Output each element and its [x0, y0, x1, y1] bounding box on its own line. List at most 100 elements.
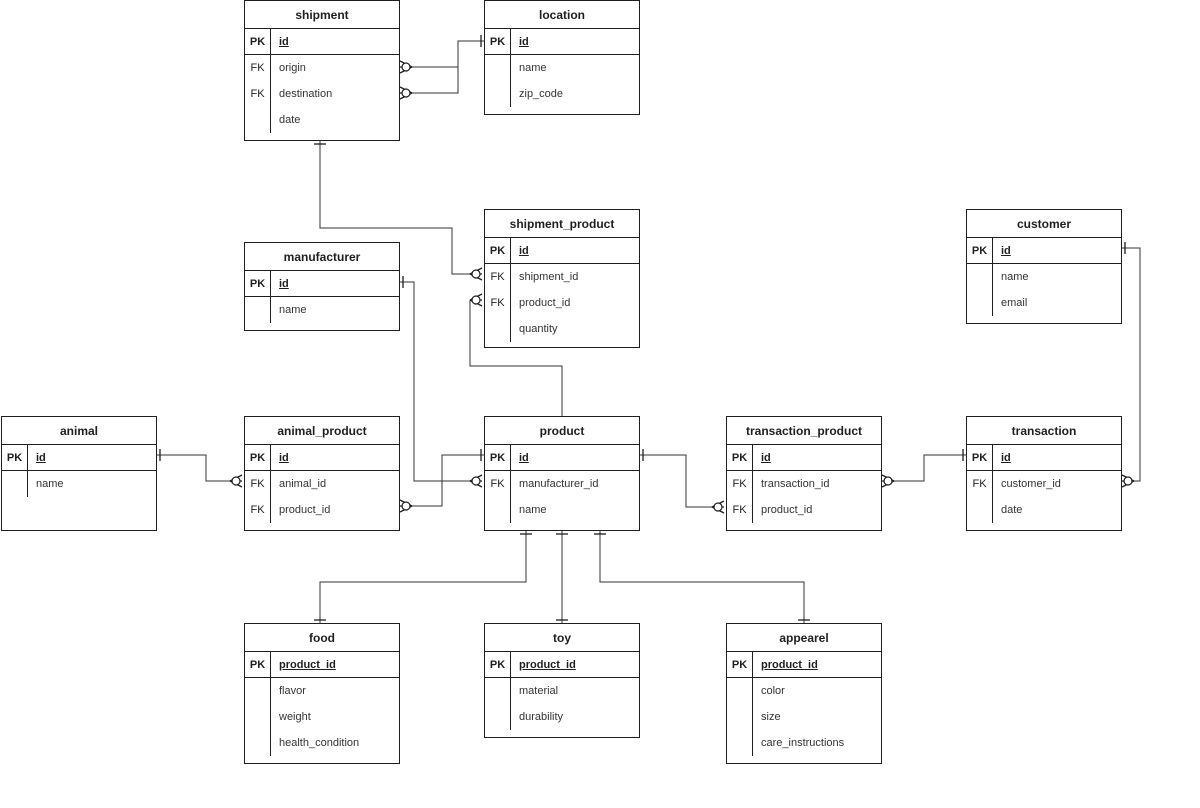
column-name-text: id [279, 35, 289, 48]
column-key-badge [485, 316, 511, 342]
column-name: date [993, 497, 1121, 523]
column-name: customer_id [993, 471, 1121, 497]
column-row[interactable]: name [245, 297, 399, 323]
column-row[interactable]: date [967, 497, 1121, 523]
column-key-badge [245, 678, 271, 704]
column-row[interactable]: name [485, 497, 639, 523]
column-name-text: name [36, 478, 64, 490]
column-name-text: id [36, 451, 46, 464]
column-name: id [993, 238, 1121, 263]
column-name: material [511, 678, 639, 704]
column-row[interactable]: care_instructions [727, 730, 881, 756]
column-row[interactable]: size [727, 704, 881, 730]
column-row[interactable]: zip_code [485, 81, 639, 107]
column-key-badge: PK [727, 445, 753, 470]
entity-title-product: product [485, 417, 639, 445]
column-key-badge: PK [967, 238, 993, 263]
column-key-badge [967, 264, 993, 290]
column-key-badge: FK [485, 264, 511, 290]
column-name-text: animal_id [279, 478, 327, 490]
column-name: destination [271, 81, 399, 107]
column-row[interactable]: name [485, 55, 639, 81]
column-row[interactable]: weight [245, 704, 399, 730]
line-customer-transaction [1122, 247, 1141, 482]
crowsfoot-shipmentproduct-productid [469, 293, 483, 307]
column-key-badge: FK [245, 55, 271, 81]
column-row[interactable]: material [485, 678, 639, 704]
column-row[interactable]: email [967, 290, 1121, 316]
column-name-text: name [519, 504, 547, 516]
column-row[interactable]: quantity [485, 316, 639, 342]
column-key-badge: FK [245, 471, 271, 497]
column-row[interactable]: color [727, 678, 881, 704]
crowsfoot-shipment-destination [399, 86, 413, 100]
column-name: product_id [271, 497, 399, 523]
column-name: product_id [511, 290, 639, 316]
column-row[interactable]: health_condition [245, 730, 399, 756]
column-name-text: product_id [761, 504, 813, 516]
line-shipment-destination-location [412, 67, 459, 94]
column-name-text: date [1001, 504, 1023, 516]
entity-title-appearel: appearel [727, 624, 881, 652]
column-key-badge: FK [485, 471, 511, 497]
column-key-badge: FK [727, 471, 753, 497]
column-row[interactable]: flavor [245, 678, 399, 704]
column-name: quantity [511, 316, 639, 342]
column-name: transaction_id [753, 471, 881, 497]
column-row[interactable]: FK animal_id [245, 471, 399, 497]
column-name-text: id [279, 277, 289, 290]
column-row[interactable]: date [245, 107, 399, 133]
column-row[interactable]: name [2, 471, 156, 497]
column-name-text: color [761, 685, 785, 697]
entity-title-customer: customer [967, 210, 1121, 238]
crowsfoot-transaction-customerid [1121, 474, 1135, 488]
crowsfoot-transactionproduct-productid [711, 500, 725, 514]
column-row[interactable]: name [967, 264, 1121, 290]
column-name-text: weight [279, 711, 311, 723]
column-key-badge: PK [245, 652, 271, 677]
entity-title-transaction_product: transaction_product [727, 417, 881, 445]
column-key-badge [967, 290, 993, 316]
column-name: product_id [511, 652, 639, 677]
column-name: flavor [271, 678, 399, 704]
column-row[interactable]: durability [485, 704, 639, 730]
